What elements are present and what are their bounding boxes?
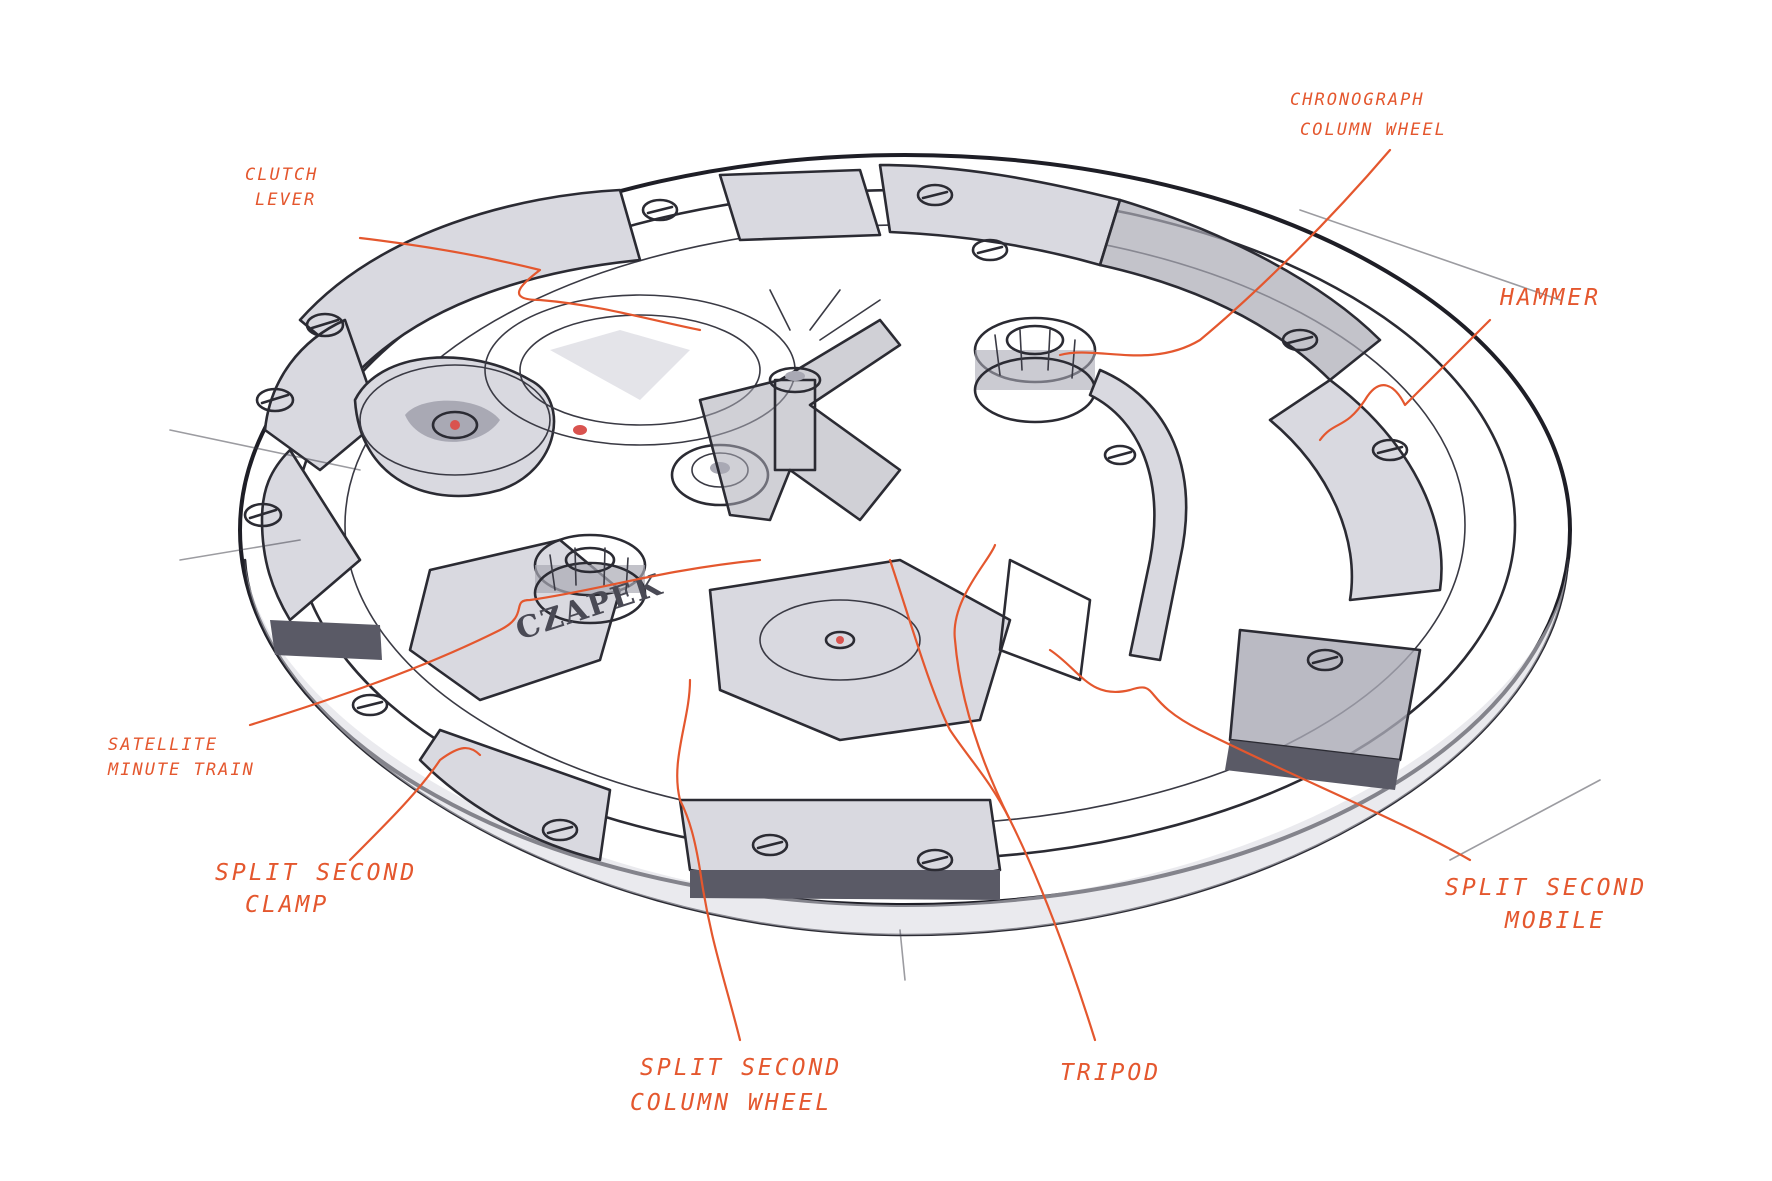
hammer-part (1088, 368, 1188, 662)
label-chronograph-column-wheel: CHRONOGRAPH COLUMN WHEEL (1290, 90, 1447, 140)
split-second-mobile-part (708, 558, 1092, 742)
label-clutch-lever: CLUTCH LEVER (245, 165, 331, 210)
screw-1 (305, 312, 345, 338)
screw-5 (916, 183, 954, 207)
screw-6 (971, 238, 1009, 262)
right-bridges (1225, 378, 1443, 790)
leader-satellite-minute-train (248, 558, 762, 727)
watch-movement-sketch: CZAPEK (169, 153, 1601, 981)
screw-3 (243, 502, 283, 528)
leader-lines (248, 148, 1492, 1042)
leader-clutch-lever (358, 236, 702, 332)
screw-11 (751, 833, 789, 857)
screw-14 (1103, 444, 1137, 466)
leader-tripod (888, 558, 1097, 1042)
label-tripod: TRIPOD (1060, 1060, 1161, 1086)
screw-2 (255, 387, 295, 413)
leader-tripod-branch (953, 543, 1012, 822)
label-satellite-minute-train: SATELLITE MINUTE TRAIN (107, 735, 255, 780)
chronograph-column-wheel-part (973, 316, 1097, 424)
leader-split-second-mobile (1048, 648, 1472, 862)
screw-7 (1281, 328, 1319, 352)
leader-split-second-column-wheel (676, 678, 742, 1042)
left-bridges (260, 318, 382, 660)
label-split-second-column-wheel: SPLIT SECOND COLUMN WHEEL (630, 1055, 859, 1116)
split-second-column-wheel-part: CZAPEK (408, 533, 668, 702)
label-split-second-clamp: SPLIT SECOND CLAMP (215, 860, 434, 918)
leader-chronograph-column-wheel (1058, 148, 1392, 357)
callouts: CLUTCH LEVER CHRONOGRAPH COLUMN WHEEL HA… (107, 90, 1664, 1116)
screw-10 (541, 818, 579, 842)
screw-13 (351, 693, 389, 717)
screw-4 (641, 198, 679, 222)
left-wheel-assembly (353, 356, 556, 498)
screw-8 (1371, 438, 1409, 462)
leader-hammer (1318, 318, 1492, 442)
screw-9 (1306, 648, 1344, 672)
upper-bridges (298, 163, 1382, 382)
chronograph-center (698, 289, 902, 522)
leader-split-second-clamp (348, 747, 482, 862)
bottom-bridges (418, 728, 1002, 900)
screw-12 (916, 848, 954, 872)
screws (243, 183, 1409, 872)
label-split-second-mobile: SPLIT SECOND MOBILE (1445, 875, 1664, 934)
construction-lines (169, 209, 1601, 981)
label-hammer: HAMMER (1499, 285, 1601, 311)
